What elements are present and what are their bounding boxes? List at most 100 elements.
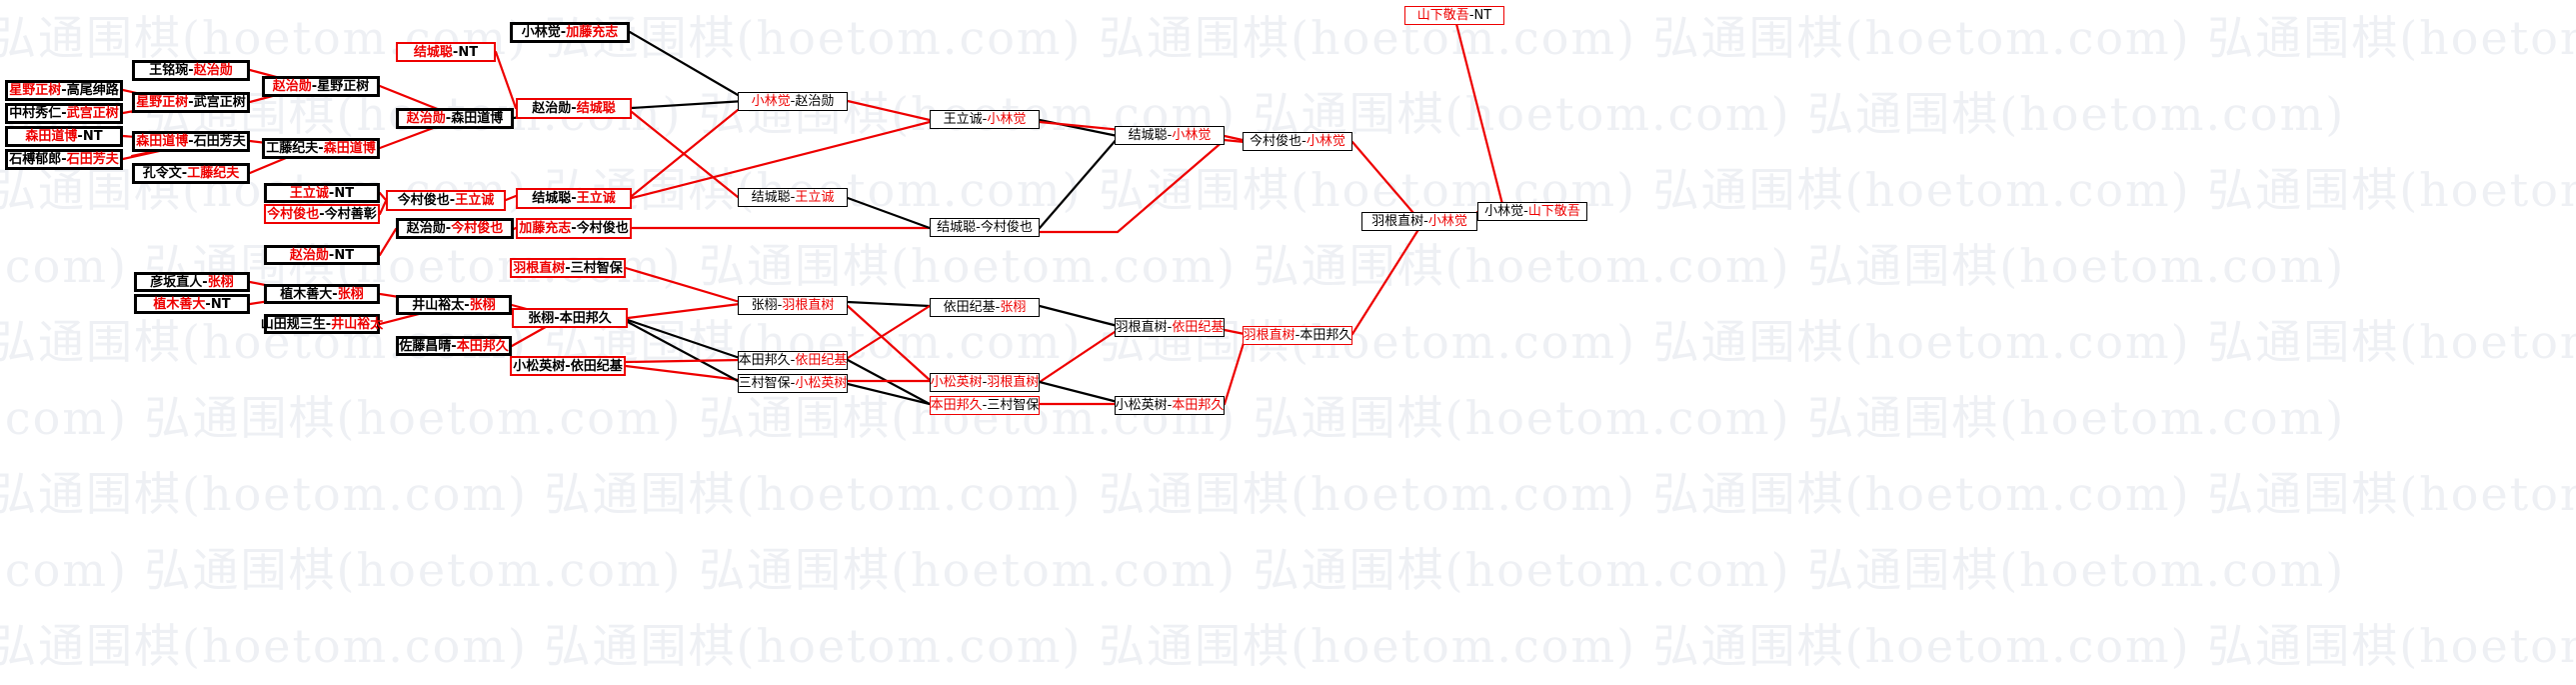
match-box[interactable]: 结城聪-NT xyxy=(396,42,496,62)
versus-separator: - xyxy=(61,106,67,121)
match-box[interactable]: 今村俊也-小林觉 xyxy=(1243,132,1352,151)
bracket-connector xyxy=(628,30,747,101)
bracket-connector xyxy=(630,110,740,199)
match-box[interactable]: 赵治勋-今村俊也 xyxy=(396,218,514,239)
versus-separator: - xyxy=(188,63,194,78)
versus-separator: - xyxy=(61,152,67,167)
match-box[interactable]: 星野正树-武宫正树 xyxy=(132,92,250,113)
player-right: 小林觉 xyxy=(987,112,1027,127)
match-box[interactable]: 今村俊也-今村善彰 xyxy=(264,204,380,224)
versus-separator: - xyxy=(328,247,335,263)
player-left: 王铭琬 xyxy=(149,63,189,78)
versus-separator: - xyxy=(790,376,796,391)
match-box[interactable]: 小林觉-加藤充志 xyxy=(510,22,630,43)
match-box[interactable]: 星野正树-高尾绅路 xyxy=(5,80,123,101)
match-box[interactable]: 小松英树-本田邦久 xyxy=(1115,396,1225,415)
match-box[interactable]: 结城聪-今村俊也 xyxy=(930,218,1040,237)
player-right: 本田邦久 xyxy=(456,338,509,354)
match-box[interactable]: 今村俊也-王立诚 xyxy=(386,190,506,211)
match-box[interactable]: 赵治勋-NT xyxy=(264,245,380,265)
player-right: NT xyxy=(1473,8,1492,23)
match-box[interactable]: 小林觉-山下敬吾 xyxy=(1477,202,1587,221)
player-left: 孔令文 xyxy=(142,166,182,181)
bracket-connector xyxy=(1038,118,1120,138)
match-box[interactable]: 羽根直树-小林觉 xyxy=(1361,212,1477,231)
versus-separator: - xyxy=(1523,204,1528,219)
player-right: 森田道博 xyxy=(323,141,376,156)
player-right: 羽根直树 xyxy=(987,375,1040,390)
match-box[interactable]: 赵治勋-森田道博 xyxy=(396,108,514,129)
match-box[interactable]: 张栩-羽根直树 xyxy=(738,296,848,315)
match-box[interactable]: 工藤纪夫-森田道博 xyxy=(262,138,380,159)
match-box[interactable]: 植木善大-NT xyxy=(134,294,250,314)
player-left: 植木善大 xyxy=(280,286,333,302)
match-box[interactable]: 王铭琬-赵治勋 xyxy=(132,60,250,81)
versus-separator: - xyxy=(311,79,318,94)
player-left: 三村智保 xyxy=(738,376,791,391)
match-box[interactable]: 三村智保-小松英树 xyxy=(738,374,848,393)
player-left: 小林觉 xyxy=(521,25,561,40)
match-box[interactable]: 小松英树-羽根直树 xyxy=(930,373,1040,392)
versus-separator: - xyxy=(449,193,456,208)
player-right: 张栩 xyxy=(337,286,364,302)
player-right: 三村智保 xyxy=(570,260,623,276)
match-box[interactable]: 小松英树-依田纪基 xyxy=(510,356,626,376)
match-box[interactable]: 王立诚-NT xyxy=(264,183,380,203)
match-box[interactable]: 山下敬吾-NT xyxy=(1404,6,1504,25)
player-left: 星野正树 xyxy=(9,83,62,98)
match-box[interactable]: 加藤充志-今村俊也 xyxy=(516,218,632,239)
watermark-row: 弘通围棋(hoetom.com) 弘通围棋(hoetom.com) 弘通围棋(h… xyxy=(0,239,2346,293)
match-box[interactable]: 羽根直树-依田纪基 xyxy=(1115,318,1225,337)
player-right: 今村俊也 xyxy=(576,221,629,236)
match-box[interactable]: 张栩-本田邦久 xyxy=(512,308,628,328)
player-left: 王立诚 xyxy=(289,185,329,201)
match-box[interactable]: 森田道博-石田芳夫 xyxy=(132,131,250,152)
match-box[interactable]: 中村秀仁-武宫正树 xyxy=(5,103,123,124)
match-box[interactable]: 羽根直树-三村智保 xyxy=(510,258,626,278)
versus-separator: - xyxy=(451,338,457,354)
match-box[interactable]: 依田纪基-张栩 xyxy=(930,298,1040,317)
match-box[interactable]: 赵治勋-结城聪 xyxy=(516,98,632,119)
match-box[interactable]: 羽根直树-本田邦久 xyxy=(1243,326,1352,345)
bracket-connector xyxy=(626,320,742,384)
bracket-connector xyxy=(624,266,742,304)
match-box[interactable]: 山田规三生-井山裕太 xyxy=(261,314,384,334)
player-left: 加藤充志 xyxy=(519,221,572,236)
versus-separator: - xyxy=(77,129,83,144)
bracket-connector xyxy=(504,194,518,202)
match-box[interactable]: 佐藤昌晴-本田邦久 xyxy=(396,336,512,356)
player-right: 结城聪 xyxy=(576,101,616,116)
match-box[interactable]: 石榑郁郎-石田芳夫 xyxy=(5,149,123,170)
match-box[interactable]: 本田邦久-三村智保 xyxy=(930,396,1040,415)
match-box[interactable]: 本田邦久-依田纪基 xyxy=(738,351,848,370)
player-right: 张栩 xyxy=(207,274,234,290)
bracket-connector xyxy=(630,108,740,198)
player-right: 森田道博 xyxy=(451,111,504,126)
match-box[interactable]: 井山裕太-张栩 xyxy=(396,295,512,315)
player-left: 中村秀仁 xyxy=(9,106,62,121)
match-box[interactable]: 结城聪-王立诚 xyxy=(516,188,632,209)
match-box[interactable]: 孔令文-工藤纪夫 xyxy=(132,163,250,184)
versus-separator: - xyxy=(445,221,452,236)
player-left: 结城聪 xyxy=(937,220,977,235)
versus-separator: - xyxy=(571,191,577,206)
player-left: 今村俊也 xyxy=(397,193,450,208)
match-box[interactable]: 彦坂直人-张栩 xyxy=(134,272,250,292)
player-right: 井山裕太 xyxy=(331,316,384,332)
versus-separator: - xyxy=(565,358,571,374)
match-box[interactable]: 赵治勋-星野正树 xyxy=(262,76,380,97)
watermark-row: 弘通围棋(hoetom.com) 弘通围棋(hoetom.com) 弘通围棋(h… xyxy=(0,11,2576,65)
match-box[interactable]: 结城聪-王立诚 xyxy=(738,188,848,207)
player-right: NT xyxy=(334,185,355,201)
match-box[interactable]: 小林觉-赵治勋 xyxy=(738,92,848,111)
match-box[interactable]: 王立诚-小林觉 xyxy=(930,110,1040,129)
player-right: 张栩 xyxy=(1000,300,1027,315)
player-left: 植木善大 xyxy=(153,296,206,312)
match-box[interactable]: 森田道博-NT xyxy=(5,126,123,147)
bracket-connector xyxy=(626,318,742,360)
versus-separator: - xyxy=(205,296,211,312)
match-box[interactable]: 植木善大-张栩 xyxy=(264,284,380,304)
player-right: 小林觉 xyxy=(1427,214,1467,229)
match-box[interactable]: 结城聪-小林觉 xyxy=(1115,126,1225,145)
